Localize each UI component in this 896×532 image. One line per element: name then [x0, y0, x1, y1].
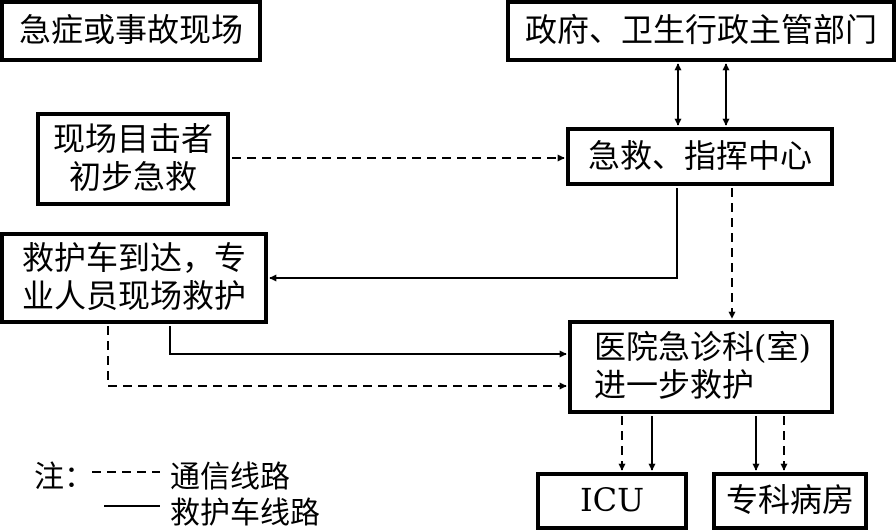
hospital-box: 医院急诊科(室) 进一步救护 [568, 320, 834, 414]
witness-box: 现场目击者 初步急救 [36, 112, 230, 206]
witness-label-line1: 现场目击者 [52, 120, 213, 159]
specialty-ward-label: 专科病房 [725, 481, 854, 520]
command-center-box: 急救、指挥中心 [566, 127, 834, 186]
ambulance-box: 救护车到达，专 业人员现场救护 [0, 232, 268, 324]
hospital-label-line1: 医院急诊科(室) [594, 328, 811, 367]
ambulance-label-line2: 业人员现场救护 [21, 277, 246, 315]
legend-prefix: 注： [34, 460, 94, 495]
government-box: 政府、卫生行政主管部门 [506, 0, 896, 62]
legend-solid-label: 救护车线路 [170, 496, 320, 531]
ambulance-to-hospital-arrow [169, 326, 567, 358]
ambulance-label-line1: 救护车到达，专 [21, 239, 246, 278]
command-center-label: 急救、指挥中心 [587, 136, 812, 175]
icu-label: ICU [579, 481, 645, 520]
icu-box: ICU [536, 472, 688, 530]
emergency-scene-label: 急症或事故现场 [18, 11, 243, 50]
emergency-scene-box: 急症或事故现场 [0, 0, 262, 62]
legend-dashed-label: 通信线路 [170, 460, 290, 495]
hospital-label-line2: 进一步救护 [594, 366, 755, 404]
witness-label-line2: 初步急救 [68, 158, 197, 196]
government-label: 政府、卫生行政主管部门 [524, 11, 877, 50]
ambulance-to-hospital-dashed-arrow [107, 326, 567, 390]
command-to-ambulance-arrow [269, 188, 678, 282]
specialty-ward-box: 专科病房 [712, 472, 868, 530]
